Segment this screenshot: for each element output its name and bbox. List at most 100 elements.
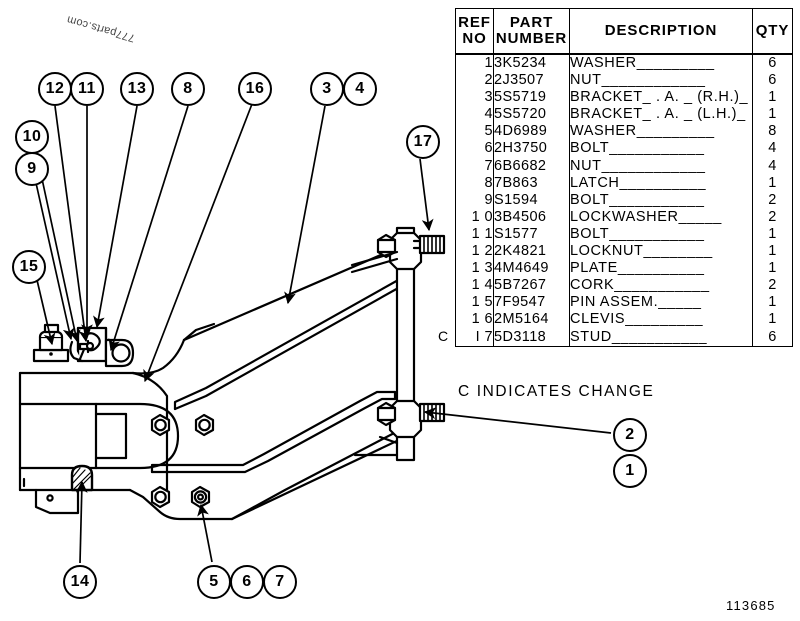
callout-balloon-6[interactable]: 6 xyxy=(230,565,264,599)
callout-balloon-11[interactable]: 11 xyxy=(70,72,104,106)
col-header-qty: QTY xyxy=(752,8,793,55)
cell-qty: 6 xyxy=(752,54,793,73)
leader-16 xyxy=(143,103,253,383)
callout-balloon-16[interactable]: 16 xyxy=(238,72,272,106)
description-leader-dashes: _ xyxy=(739,89,749,106)
hex-nut xyxy=(150,413,171,437)
cell-ref-no: 1 6 xyxy=(455,311,494,329)
cell-qty: 1 xyxy=(752,243,793,261)
cell-ref-no: 1 3 xyxy=(455,260,494,278)
description-leader-dashes: ___________ xyxy=(614,277,710,294)
description-text: LOCKNUT xyxy=(570,243,644,260)
leader-8 xyxy=(108,105,189,352)
bracket-plate xyxy=(128,236,422,521)
callout-balloon-2[interactable]: 2 xyxy=(613,418,647,452)
description-leader-dashes: _ xyxy=(737,106,746,123)
description-text: PIN ASSEM. xyxy=(570,294,659,311)
callout-balloon-10[interactable]: 10 xyxy=(15,120,49,154)
cell-part-number: 5D3118 xyxy=(493,328,570,347)
cell-qty: 6 xyxy=(752,328,793,347)
description-text: BRACKET_ . A. _ (R.H.) xyxy=(570,89,740,106)
description-leader-dashes: ___________ xyxy=(609,191,705,208)
fastener-group-lower xyxy=(150,485,211,509)
callout-balloon-9[interactable]: 9 xyxy=(15,152,49,186)
callout-balloon-13[interactable]: 13 xyxy=(120,72,154,106)
table-header: REF NO PART NUMBER DESCRIPTION QTY xyxy=(455,8,793,55)
hex-nut xyxy=(190,485,211,509)
leader-17 xyxy=(419,158,434,232)
callout-balloon-14[interactable]: 14 xyxy=(63,565,97,599)
cell-description: BOLT___________ xyxy=(569,140,753,158)
callout-balloon-7[interactable]: 7 xyxy=(263,565,297,599)
change-indicator-note: C INDICATES CHANGE xyxy=(458,383,655,400)
callout-balloon-1[interactable]: 1 xyxy=(613,454,647,488)
cell-qty: 1 xyxy=(752,294,793,312)
description-text: BOLT xyxy=(570,140,610,157)
callout-balloon-4[interactable]: 4 xyxy=(343,72,377,106)
callout-balloon-3[interactable]: 3 xyxy=(310,72,344,106)
callout-balloon-8[interactable]: 8 xyxy=(171,72,205,106)
description-text: WASHER xyxy=(570,123,637,140)
diagonal-stiffener xyxy=(230,428,402,521)
cell-description: PIN ASSEM._____ xyxy=(569,294,753,312)
callout-balloon-5[interactable]: 5 xyxy=(197,565,231,599)
cell-part-number: 3K5234 xyxy=(493,54,570,73)
cell-description: NUT____________ xyxy=(569,72,753,90)
callout-balloon-17[interactable]: 17 xyxy=(406,125,440,159)
cell-ref-no: 1 5 xyxy=(455,294,494,312)
description-text: BOLT xyxy=(570,191,610,208)
description-text: LOCKWASHER xyxy=(570,208,679,225)
description-text: LATCH xyxy=(570,174,620,191)
leader-12 xyxy=(54,105,91,343)
cell-description: STUD___________ xyxy=(569,328,753,347)
cell-description: BOLT___________ xyxy=(569,225,753,244)
parts-list-table-container: REF NO PART NUMBER DESCRIPTION QTY 1 3K52… xyxy=(438,8,793,347)
cell-part-number: 3B4506 xyxy=(493,208,570,226)
description-leader-dashes: _________ xyxy=(636,55,715,71)
cell-qty: 1 xyxy=(752,260,793,278)
callout-balloon-15[interactable]: 15 xyxy=(12,250,46,284)
leader-10 xyxy=(35,150,81,343)
description-leader-dashes: _________ xyxy=(636,123,715,140)
cell-qty: 1 xyxy=(752,106,793,124)
cell-description: CLEVIS_________ xyxy=(569,311,753,329)
cell-description: PLATE__________ xyxy=(569,260,753,278)
description-text: CLEVIS xyxy=(570,311,626,328)
cell-description: BRACKET_ . A. _ (L.H.)_ xyxy=(569,106,753,124)
cell-part-number: 5B7267 xyxy=(493,277,570,295)
cell-description: LATCH__________ xyxy=(569,174,753,192)
cell-part-number: 2K4821 xyxy=(493,243,570,261)
cell-qty: 1 xyxy=(752,174,793,192)
description-text: BOLT xyxy=(570,225,610,242)
leader-13 xyxy=(93,105,138,329)
description-leader-dashes: __________ xyxy=(617,260,705,277)
cell-qty: 2 xyxy=(752,208,793,226)
description-text: STUD xyxy=(570,328,612,345)
cell-description: BOLT___________ xyxy=(569,191,753,209)
cell-part-number: 2J3507 xyxy=(493,72,570,90)
stud-hardware-upper xyxy=(376,233,446,259)
cell-qty: 2 xyxy=(752,277,793,295)
callout-balloon-12[interactable]: 12 xyxy=(38,72,72,106)
cell-description: LOCKNUT________ xyxy=(569,243,753,261)
leader-14 xyxy=(75,480,88,564)
fastener-group-upper xyxy=(150,413,215,437)
hex-nut xyxy=(150,485,171,509)
description-text: WASHER xyxy=(570,55,637,71)
cell-qty: 4 xyxy=(752,140,793,158)
hex-nut xyxy=(194,413,215,437)
leader-3 xyxy=(284,105,326,305)
leader-5 xyxy=(197,503,213,563)
